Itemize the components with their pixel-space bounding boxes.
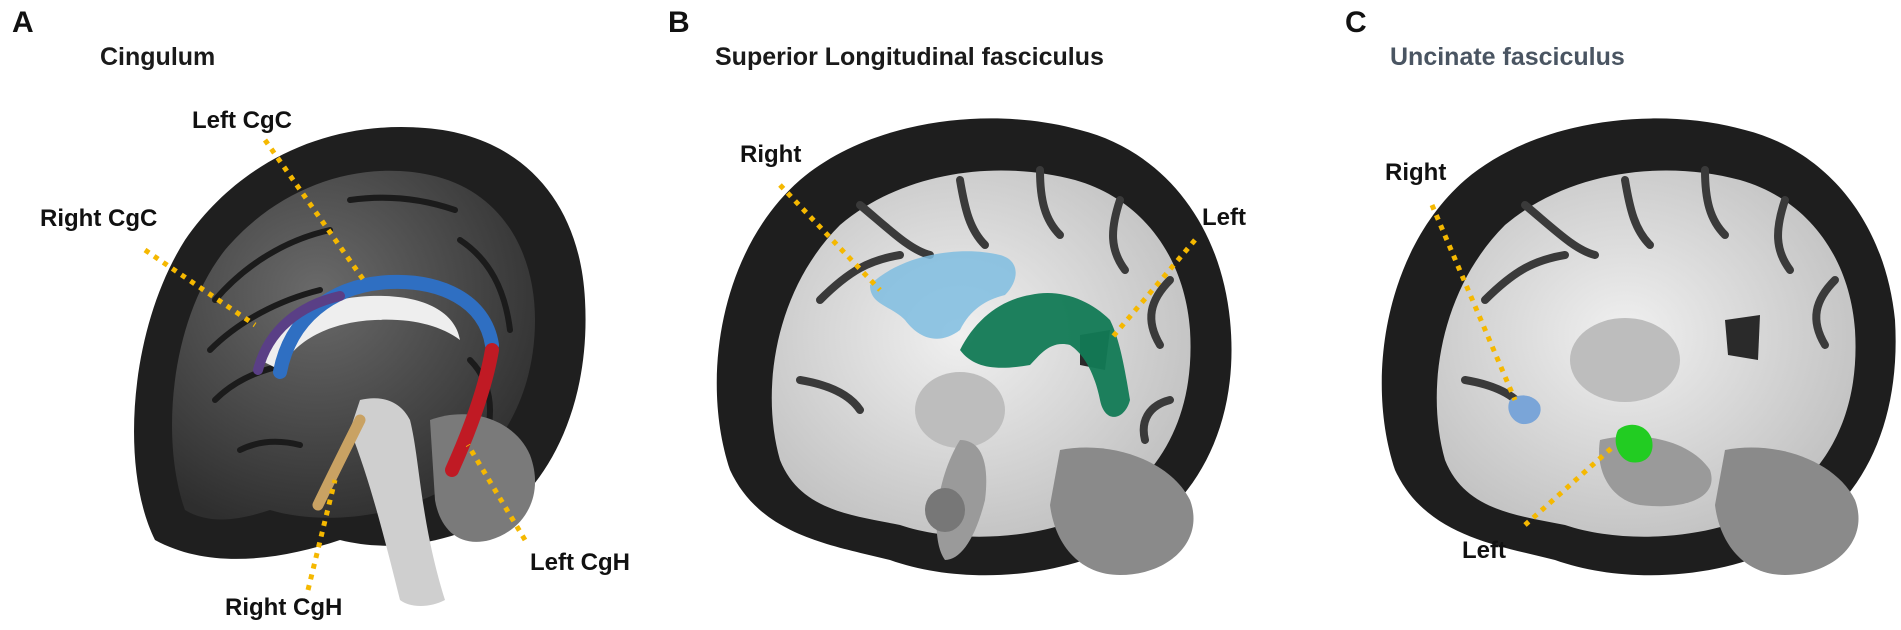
- leader-right-cgc: [143, 247, 257, 328]
- thalamus-c: [1570, 318, 1680, 402]
- leader-unc-right: [1429, 204, 1518, 401]
- leader-left-cgh: [465, 443, 528, 542]
- label-right-cgc: Right CgC: [40, 205, 157, 232]
- label-unc-left: Left: [1462, 537, 1506, 564]
- tract-left-cgh: [445, 343, 499, 477]
- label-left-cgc: Left CgC: [192, 107, 292, 134]
- panel-title-slf: Superior Longitudinal fasciculus: [715, 43, 1104, 71]
- tract-slf-left: [960, 292, 1130, 417]
- ventricle-c: [1725, 315, 1760, 360]
- tract-right-cgh: [312, 414, 366, 511]
- label-right-cgh: Right CgH: [225, 594, 342, 621]
- tract-slf-right: [870, 251, 1016, 339]
- cortical-folds-b: [796, 166, 1174, 444]
- brainstem: [350, 398, 445, 606]
- label-left-cgh: Left CgH: [530, 549, 630, 576]
- brain-image-medial-sagittal: [134, 126, 586, 606]
- panel-b: B Superior Longitudinal fasciculus: [668, 6, 1246, 576]
- panel-letter-a: A: [12, 6, 34, 39]
- thalamus-b: [915, 372, 1005, 448]
- tract-unc-right: [1508, 395, 1541, 425]
- leader-slf-right: [778, 183, 882, 292]
- brain-image-lateral-sagittal-b: [716, 118, 1232, 576]
- cerebellum-c: [1715, 447, 1859, 575]
- leader-left-cgc: [262, 138, 368, 284]
- panel-title-cingulum: Cingulum: [100, 43, 215, 71]
- panel-letter-b: B: [668, 6, 690, 39]
- leader-unc-left: [1523, 443, 1617, 527]
- panel-c: C Uncinate fasciculus Right: [1345, 6, 1896, 576]
- label-slf-left: Left: [1202, 204, 1246, 231]
- tract-left-cgc: [273, 274, 499, 379]
- pons-b: [925, 488, 965, 532]
- label-unc-right: Right: [1385, 159, 1446, 186]
- tract-unc-left: [1615, 424, 1653, 463]
- panel-title-uncinate: Uncinate fasciculus: [1390, 43, 1625, 71]
- cerebellum-b: [1050, 447, 1194, 575]
- cortical-folds-c: [1461, 166, 1839, 414]
- brain-image-lateral-sagittal-c: [1381, 118, 1896, 576]
- label-slf-right: Right: [740, 141, 801, 168]
- leader-right-cgh: [305, 479, 338, 591]
- tract-right-cgc: [253, 291, 345, 375]
- panel-a: A Cingulum: [12, 6, 630, 621]
- panel-letter-c: C: [1345, 6, 1367, 39]
